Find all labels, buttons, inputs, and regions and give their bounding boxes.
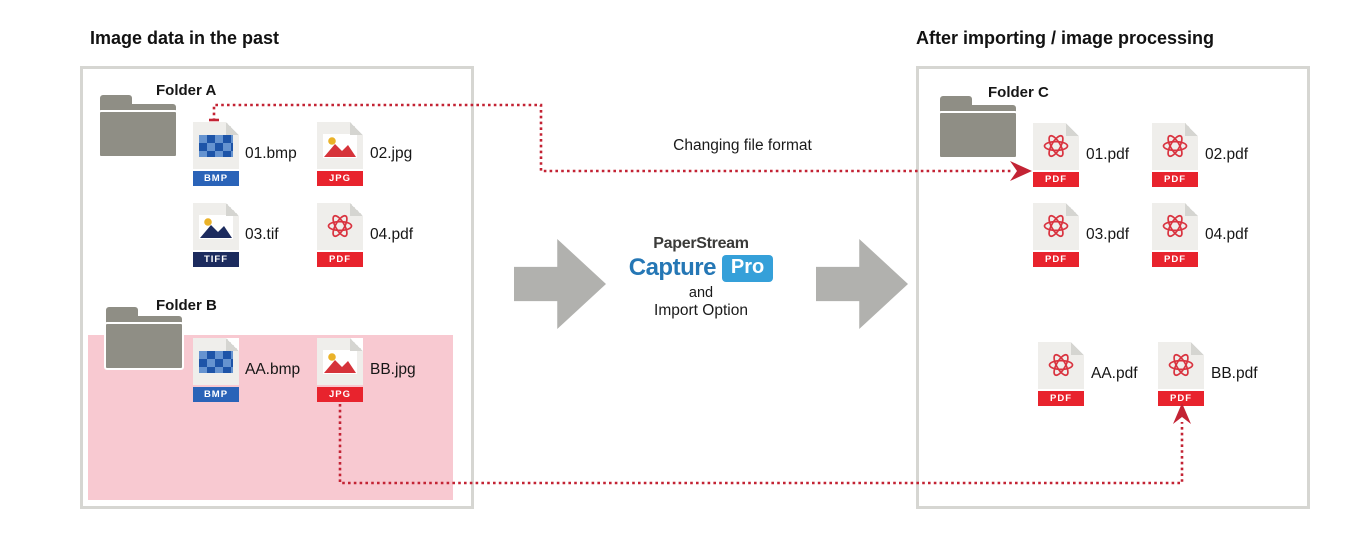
file-icon-03-tif: TIFF: [193, 203, 239, 267]
file-label-04-pdf: 04.pdf: [1205, 226, 1249, 243]
logo-pro-badge: Pro: [721, 254, 774, 282]
file-type-badge: PDF: [1038, 391, 1084, 406]
left-section-title: Image data in the past: [90, 28, 280, 48]
file-page: [1152, 203, 1198, 250]
file-icon-01-pdf: PDF: [1033, 123, 1079, 187]
file-label-01-pdf: 01.pdf: [1086, 146, 1130, 163]
paperstream-capture-pro-logo: PaperStream Capture Pro and Import Optio…: [611, 235, 791, 320]
left-panel-box: Folder A BMP 01.bmp JPG 02.jpg TIFF: [80, 66, 474, 509]
pdf-glyph-icon: [326, 212, 354, 240]
process-arrow-right-icon: [816, 239, 908, 329]
file-type-badge: TIFF: [193, 252, 239, 267]
logo-capture-pro-row: Capture Pro: [611, 254, 791, 282]
pdf-glyph-icon: [1042, 132, 1070, 160]
logo-paperstream-text: PaperStream: [653, 235, 749, 252]
tif-thumbnail-icon: [199, 215, 233, 239]
jpg-thumbnail-icon: [323, 134, 357, 158]
file-icon-03-pdf: PDF: [1033, 203, 1079, 267]
process-arrow-left-icon: [514, 239, 606, 329]
file-page: [317, 203, 363, 250]
folder-a-icon: [98, 95, 178, 158]
file-page: [317, 122, 363, 169]
file-type-badge: PDF: [1152, 252, 1198, 267]
jpg-thumbnail-icon: [323, 350, 357, 374]
file-type-badge: PDF: [1033, 252, 1079, 267]
file-page: [1038, 342, 1084, 389]
folder-c-icon: [938, 96, 1018, 159]
file-page: [193, 338, 239, 385]
pdf-glyph-icon: [1042, 212, 1070, 240]
file-icon-02-jpg: JPG: [317, 122, 363, 186]
logo-capture-text: Capture: [628, 254, 717, 281]
file-type-badge: JPG: [317, 171, 363, 186]
file-icon-bb-pdf: PDF: [1158, 342, 1204, 406]
bmp-thumbnail-icon: [199, 351, 233, 373]
logo-import-option-text: Import Option: [654, 302, 748, 319]
file-page: [317, 338, 363, 385]
file-page: [1033, 203, 1079, 250]
folder-b-icon: [104, 307, 184, 370]
changing-file-format-label: Changing file format: [673, 137, 812, 154]
file-page: [193, 122, 239, 169]
file-label-aa-pdf: AA.pdf: [1091, 365, 1138, 382]
file-type-badge: PDF: [317, 252, 363, 267]
file-icon-01-bmp: BMP: [193, 122, 239, 186]
file-type-badge: BMP: [193, 387, 239, 402]
file-label-03-pdf: 03.pdf: [1086, 226, 1130, 243]
file-type-badge: PDF: [1033, 172, 1079, 187]
file-icon-aa-pdf: PDF: [1038, 342, 1084, 406]
pdf-glyph-icon: [1047, 351, 1075, 379]
file-page: [1158, 342, 1204, 389]
folder-a-label: Folder A: [156, 82, 217, 99]
file-type-badge: JPG: [317, 387, 363, 402]
file-type-badge: PDF: [1152, 172, 1198, 187]
file-icon-aa-bmp: BMP: [193, 338, 239, 402]
file-icon-bb-jpg: JPG: [317, 338, 363, 402]
file-label-aa-bmp: AA.bmp: [245, 361, 301, 378]
file-icon-04-pdf: PDF: [317, 203, 363, 267]
right-section-title: After importing / image processing: [916, 28, 1215, 48]
bmp-thumbnail-icon: [199, 135, 233, 157]
logo-and-text: and: [688, 285, 714, 301]
pdf-glyph-icon: [1167, 351, 1195, 379]
folder-front: [938, 111, 1018, 159]
file-page: [1152, 123, 1198, 170]
pdf-glyph-icon: [1161, 132, 1189, 160]
right-panel-box: Folder C PDF 01.pdf PDF 02.pdf: [916, 66, 1310, 509]
folder-c-label: Folder C: [988, 84, 1049, 101]
folder-b-label: Folder B: [156, 297, 217, 314]
file-label-bb-jpg: BB.jpg: [370, 361, 416, 378]
file-icon-04-pdf: PDF: [1152, 203, 1198, 267]
file-label-01-bmp: 01.bmp: [245, 145, 297, 162]
file-type-badge: PDF: [1158, 391, 1204, 406]
file-page: [193, 203, 239, 250]
file-label-bb-pdf: BB.pdf: [1211, 365, 1258, 382]
file-label-02-pdf: 02.pdf: [1205, 146, 1249, 163]
pdf-glyph-icon: [1161, 212, 1189, 240]
file-label-02-jpg: 02.jpg: [370, 145, 413, 162]
folder-front: [98, 110, 178, 158]
file-label-03-tif: 03.tif: [245, 226, 279, 243]
file-type-badge: BMP: [193, 171, 239, 186]
folder-front: [104, 322, 184, 370]
file-label-04-pdf: 04.pdf: [370, 226, 414, 243]
file-icon-02-pdf: PDF: [1152, 123, 1198, 187]
file-page: [1033, 123, 1079, 170]
